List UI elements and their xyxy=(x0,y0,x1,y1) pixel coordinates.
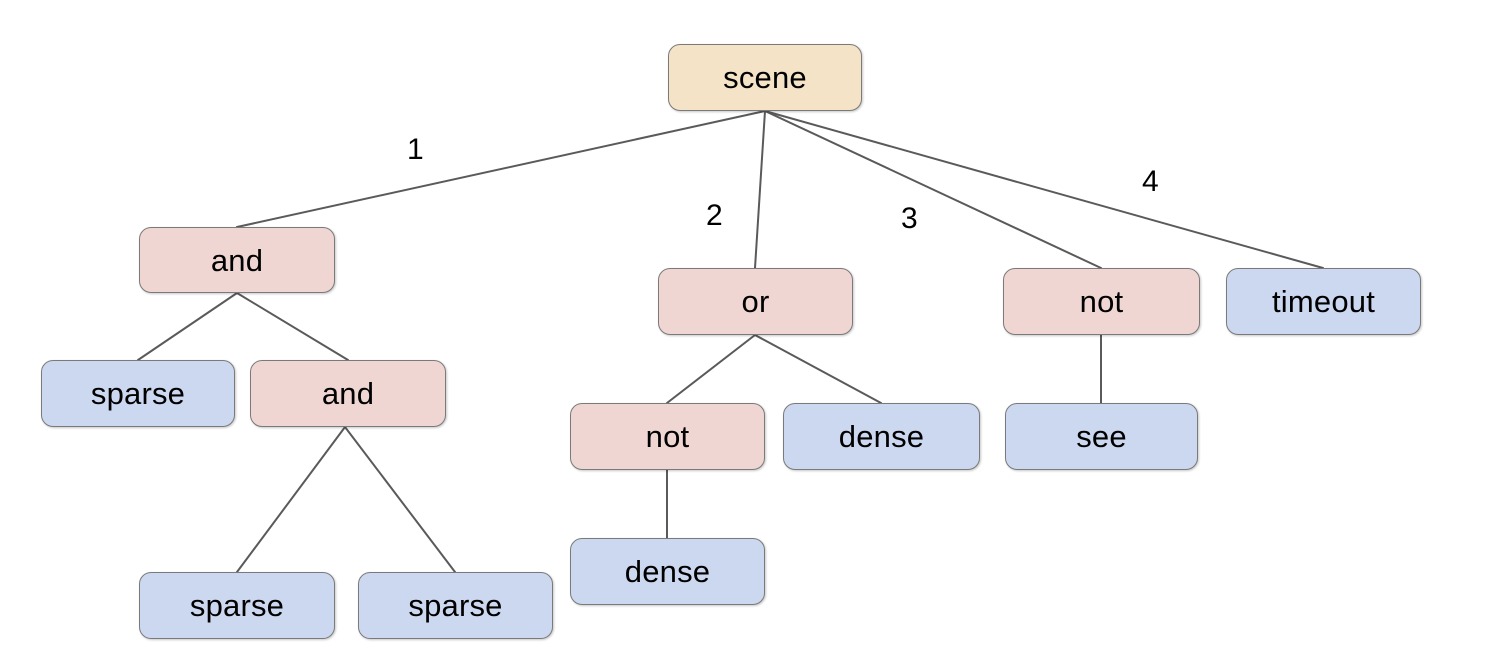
tree-node-and1[interactable]: and xyxy=(139,227,335,293)
tree-edge xyxy=(764,110,1324,269)
tree-node-label: sparse xyxy=(189,588,285,623)
tree-node-label: scene xyxy=(723,60,807,95)
tree-node-label: see xyxy=(1076,419,1127,454)
tree-edge xyxy=(754,110,766,269)
tree-edge xyxy=(236,110,766,228)
tree-node-label: and xyxy=(210,242,264,278)
tree-edge xyxy=(754,334,882,404)
tree-node-label: timeout xyxy=(1271,284,1376,319)
tree-node-label: not xyxy=(1079,284,1124,319)
tree-node-label: dense xyxy=(838,419,925,454)
tree-edge xyxy=(236,426,346,573)
tree-node-sparse3[interactable]: sparse xyxy=(358,572,553,639)
tree-node-not1[interactable]: not xyxy=(1003,268,1200,335)
tree-edge xyxy=(344,426,456,573)
tree-node-see1[interactable]: see xyxy=(1005,403,1198,470)
edge-label-4: 4 xyxy=(1142,165,1159,198)
tree-edge xyxy=(666,334,756,404)
tree-node-or1[interactable]: or xyxy=(658,268,853,335)
edge-label-2: 2 xyxy=(706,199,723,232)
tree-node-label: sparse xyxy=(408,588,503,623)
edge-label-1: 1 xyxy=(407,133,424,166)
tree-edge xyxy=(236,292,349,361)
tree-node-label: not xyxy=(645,419,690,454)
tree-edge xyxy=(137,292,238,361)
tree-node-not2[interactable]: not xyxy=(570,403,765,470)
tree-node-label: sparse xyxy=(90,376,186,411)
edge-label-3: 3 xyxy=(901,202,918,235)
tree-node-and2[interactable]: and xyxy=(250,360,446,427)
tree-node-sparse2[interactable]: sparse xyxy=(139,572,335,639)
tree-node-label: or xyxy=(741,284,770,319)
tree-node-label: and xyxy=(321,376,375,411)
tree-node-dense1[interactable]: dense xyxy=(783,403,980,470)
tree-node-label: dense xyxy=(624,554,711,589)
tree-node-scene[interactable]: scene xyxy=(668,44,862,111)
tree-node-timeout1[interactable]: timeout xyxy=(1226,268,1421,335)
tree-node-dense2[interactable]: dense xyxy=(570,538,765,605)
tree-node-sparse1[interactable]: sparse xyxy=(41,360,235,427)
tree-edge xyxy=(764,110,1102,269)
